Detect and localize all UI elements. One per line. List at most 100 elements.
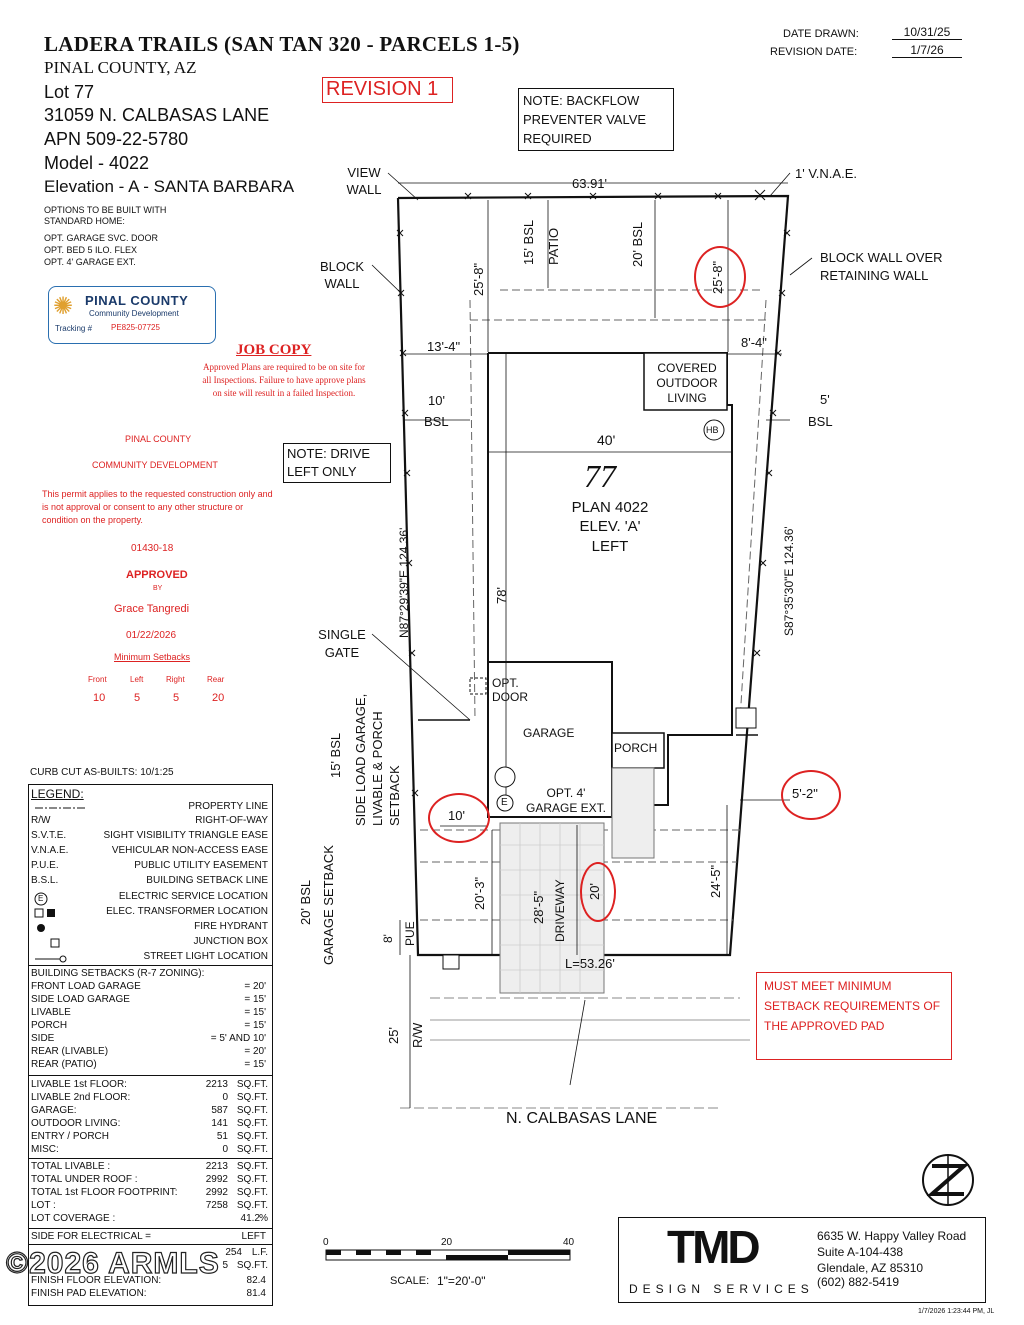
- stamp-approver: Grace Tangredi: [114, 603, 190, 615]
- company-block: TMD DESIGN SERVICES 6635 W. Happy Valley…: [618, 1217, 986, 1303]
- stamp-county: PINAL COUNTY: [125, 434, 192, 444]
- legend-label: STREET LIGHT LOCATION: [143, 951, 268, 962]
- scale-tick: 40: [563, 1237, 575, 1248]
- patio-label: PATIO: [546, 227, 561, 265]
- setback-row-label: FRONT LOAD GARAGE: [31, 981, 141, 992]
- bsl15-label: 15' BSL: [521, 219, 536, 265]
- company-tagline: DESIGN SERVICES: [629, 1282, 814, 1296]
- company-address-2: Suite A-104-438: [817, 1245, 904, 1259]
- covered-outdoor-living: [643, 352, 728, 411]
- pue-dim-label: 8': [381, 934, 395, 943]
- setback-row-value: = 5' AND 10': [210, 1033, 266, 1044]
- bsl5-dim: 5': [820, 392, 830, 407]
- hose-bib-icon: [494, 766, 516, 788]
- county-logo-text: PINAL COUNTY: [85, 293, 189, 308]
- elevation: Elevation - A - SANTA BARBARA: [44, 177, 295, 196]
- scale-bar: [325, 1249, 571, 1261]
- revision-circle: [781, 770, 841, 820]
- area-label: GARAGE:: [31, 1105, 77, 1116]
- total-unit: %: [259, 1213, 268, 1224]
- setback-header: Rear: [207, 675, 225, 684]
- area-unit: SQ.FT.: [236, 1105, 268, 1116]
- leader: [371, 264, 401, 293]
- scale-value: 1"=20'-0": [437, 1274, 486, 1288]
- backflow-note: NOTE: BACKFLOW PREVENTER VALVE REQUIRED: [518, 88, 674, 151]
- setback-row-value: = 15': [244, 1007, 266, 1018]
- county-logo-sub: Community Development: [89, 309, 179, 318]
- legend-symbol: R/W: [31, 815, 51, 826]
- watermark: ©2026 ARMLS: [5, 1246, 220, 1280]
- divider: [29, 1075, 272, 1076]
- total-value: 2213: [205, 1161, 228, 1172]
- revision-label: REVISION 1: [322, 77, 454, 103]
- legend-label: BUILDING SETBACK LINE: [146, 875, 268, 886]
- bsl20-label: 20' BSL: [630, 221, 645, 267]
- finish-pad-value: 81.4: [246, 1288, 266, 1299]
- wall-markers: [396, 192, 791, 797]
- plan-number: PLAN 4022: [571, 499, 649, 516]
- dim-24-5-label: 24'-5": [708, 864, 723, 898]
- revision-circle: [428, 793, 490, 843]
- setback-row-value: = 15': [244, 1059, 266, 1070]
- left-setback-line: [469, 299, 476, 721]
- stamp-by: BY: [153, 585, 163, 592]
- area-label: OUTDOOR LIVING:: [31, 1118, 121, 1129]
- options-title: OPTIONS TO BE BUILT WITH STANDARD HOME:: [44, 205, 167, 226]
- bsl10-dim: 10': [428, 393, 445, 408]
- legend-symbol: S.V.T.E.: [31, 830, 67, 841]
- stamp-dept: COMMUNITY DEVELOPMENT: [92, 460, 218, 470]
- legend-title: LEGEND:: [31, 787, 84, 801]
- area-label: MISC:: [31, 1144, 59, 1155]
- area-label: ENTRY / PORCH: [31, 1131, 109, 1142]
- leader: [387, 172, 419, 201]
- electric-symbol: [34, 892, 48, 906]
- electrical-label: SIDE FOR ELECTRICAL =: [31, 1231, 151, 1242]
- option-item: OPT. BED 5 ILO. FLEX: [44, 245, 138, 255]
- apn: APN 509-22-5780: [44, 129, 189, 149]
- job-copy-note: Approved Plans are required to be on sit…: [202, 362, 366, 398]
- view-wall-label: VIEW WALL: [346, 165, 382, 197]
- right-bearing-label: S87°35'30"E 124.36': [782, 526, 796, 636]
- junction-box-symbol: [50, 938, 60, 948]
- bsl20-front-label: 20' BSL: [298, 879, 313, 925]
- vnae-mark: [754, 189, 766, 201]
- driveway-label: DRIVEWAY: [553, 879, 567, 942]
- legend-symbol: P.U.E.: [31, 860, 59, 871]
- finish-floor-label: FINISH FLOOR ELEVATION:: [31, 1275, 162, 1286]
- setback-row-label: SIDE LOAD GARAGE: [31, 994, 130, 1005]
- divider: [29, 1244, 272, 1245]
- setback-row-value: = 15': [244, 1020, 266, 1031]
- covered-outdoor-label: COVERED OUTDOOR LIVING: [656, 361, 718, 405]
- divider: [29, 965, 272, 966]
- job-copy: JOB COPY: [236, 342, 312, 358]
- left-bearing-label: N87°29'39"E 124.36': [397, 527, 411, 638]
- bsl5-label: BSL: [808, 414, 833, 429]
- revision-date: 1/7/26: [892, 43, 962, 58]
- county-name: PINAL COUNTY, AZ: [44, 58, 197, 77]
- print-stamp: 1/7/2026 1:23:44 PM, JL: [918, 1308, 995, 1315]
- setback-header: Left: [130, 675, 144, 684]
- single-gate-label: SINGLE GATE: [318, 627, 366, 660]
- dim-8-4: 8'-4": [741, 335, 767, 350]
- total-label: TOTAL LIVABLE :: [31, 1161, 111, 1172]
- area-label: LIVABLE 1st FLOOR:: [31, 1079, 127, 1090]
- garage-label: GARAGE: [523, 726, 575, 740]
- porch-label: PORCH: [614, 741, 658, 755]
- total-label: TOTAL 1st FLOOR FOOTPRINT:: [31, 1187, 178, 1198]
- scale-tick: 20: [441, 1237, 453, 1248]
- rw-label: R/W: [410, 1022, 425, 1048]
- scale-label: SCALE:: [390, 1275, 430, 1287]
- electrical-row-unit: SQ.FT.: [236, 1260, 268, 1271]
- drive-note: NOTE: DRIVE LEFT ONLY: [283, 443, 391, 483]
- finish-floor-value: 82.4: [246, 1275, 266, 1286]
- setback-row-label: PORCH: [31, 1020, 68, 1031]
- hydrant-symbol: [37, 924, 45, 932]
- setback-row-value: = 15': [244, 994, 266, 1005]
- total-value: 2992: [205, 1174, 228, 1185]
- garage-setback-label: GARAGE SETBACK: [321, 845, 336, 965]
- sun-icon: ✺: [53, 293, 74, 320]
- legend-label: ELEC. TRANSFORMER LOCATION: [106, 906, 268, 917]
- finish-pad-label: FINISH PAD ELEVATION:: [31, 1288, 147, 1299]
- stamp-date: 01/22/2026: [126, 630, 177, 641]
